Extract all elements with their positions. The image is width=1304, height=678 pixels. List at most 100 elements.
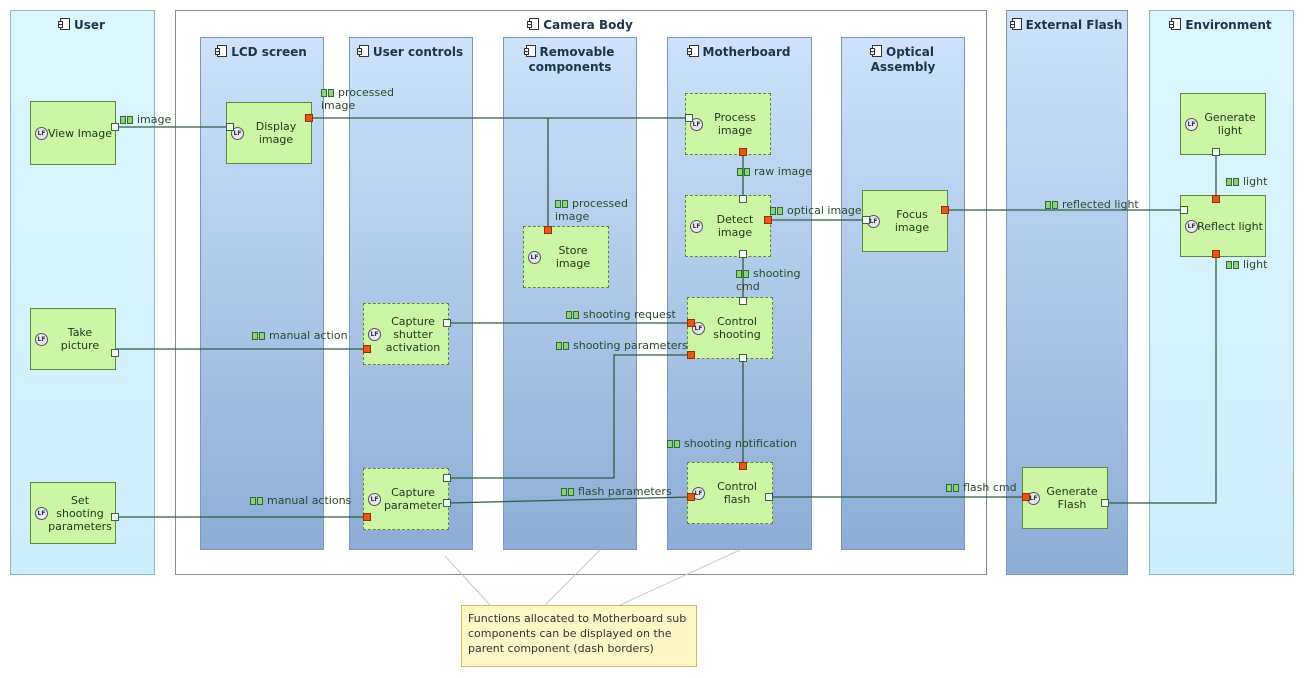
optical-assembly-component[interactable]: Optical Assembly [841,37,965,550]
output-port [1212,195,1220,203]
exchange-label-processed-image-1: processed image [321,86,395,112]
function-generate-flash-label: Generate Flash [1046,485,1098,511]
exchange-label-light-2: light [1226,258,1267,271]
exchange-item-icon [555,200,569,208]
function-take-picture[interactable]: LF Take picture [30,308,116,370]
actor-icon [58,18,71,30]
function-reflect-light-label: Reflect light [1197,219,1263,233]
exchange-label-reflected-light: reflected light [1045,198,1139,211]
function-generate-light[interactable]: LF Generate light [1180,93,1266,155]
exchange-label-flash-cmd: flash cmd [946,481,1017,494]
exchange-label-light-1: light [1226,175,1267,188]
input-port [443,474,451,482]
function-set-shooting-parameters-label: Set shooting parameters [48,493,112,533]
function-view-image[interactable]: LF View Image [30,101,116,165]
actor-icon [1009,18,1022,30]
output-port [1212,250,1220,258]
camera-body-title: Camera Body [543,18,633,32]
exchange-item-icon [736,270,750,278]
component-icon [686,45,699,57]
allocation-note[interactable]: Functions allocated to Motherboard sub c… [461,605,697,667]
exchange-label-processed-image-2: processed image [555,197,629,223]
component-icon [527,18,540,30]
output-port [739,462,747,470]
function-icon: LF [690,118,703,131]
function-icon: LF [35,127,48,140]
function-view-image-label: View Image [47,126,113,140]
exchange-item-icon [566,311,580,319]
function-detect-image[interactable]: LF Detect image [685,195,771,257]
component-icon [870,45,883,57]
exchange-item-icon [250,497,264,505]
input-port [226,123,234,131]
function-icon: LF [231,127,244,140]
function-detect-image-label: Detect image [716,213,754,239]
removable-components-title: Removable components [528,45,615,74]
input-port [443,319,451,327]
output-port [687,351,695,359]
function-icon: LF [35,333,48,346]
motherboard-title: Motherboard [702,45,791,59]
input-port [1180,206,1188,214]
function-process-image[interactable]: LF Process image [685,93,771,155]
input-port [1101,499,1109,507]
output-port [687,493,695,501]
exchange-label-shooting-parameters: shooting parameters [556,339,688,352]
output-port [739,148,747,156]
input-port [1212,148,1220,156]
exchange-item-icon [946,484,960,492]
function-icon: LF [528,251,541,264]
function-set-shooting-parameters[interactable]: LF Set shooting parameters [30,482,116,544]
input-port [739,250,747,258]
exchange-label-flash-parameters: flash parameters [561,485,672,498]
function-process-image-label: Process image [714,111,756,137]
lcd-screen-title: LCD screen [231,45,307,59]
input-port [111,123,119,131]
exchange-item-icon [561,488,575,496]
function-store-image-label: Store image [555,244,591,270]
exchange-label-optical-image: optical image [770,204,862,217]
function-control-shooting[interactable]: LF Control shooting [687,297,773,359]
output-port [941,206,949,214]
function-icon: LF [368,328,381,341]
user-controls-title: User controls [372,45,464,59]
exchange-item-icon [770,207,784,215]
function-icon: LF [368,493,381,506]
exchange-label-manual-actions: manual actions [250,494,351,507]
input-port [111,349,119,357]
output-port [363,513,371,521]
function-focus-image[interactable]: LF Focus image [862,190,948,252]
function-generate-light-label: Generate light [1204,111,1256,137]
function-capture-shutter-label: Capture shutter activation [385,314,441,354]
output-port [544,226,552,234]
exchange-label-shooting-cmd: shooting cmd [736,267,801,293]
function-capture-parameter-label: Capture parameter [383,486,443,512]
exchange-label-manual-action: manual action [252,329,348,342]
output-port [687,319,695,327]
function-control-flash[interactable]: LF Control flash [687,462,773,524]
output-port [305,114,313,122]
function-capture-shutter-activation[interactable]: LF Capture shutter activation [363,303,449,365]
input-port [739,354,747,362]
actor-icon [1169,18,1182,30]
environment-title: Environment [1185,18,1272,32]
function-display-image-label: Display image [255,120,297,146]
optical-assembly-title: Optical Assembly [870,45,936,74]
exchange-item-icon [1226,261,1240,269]
exchange-item-icon [556,342,570,350]
function-capture-parameter[interactable]: LF Capture parameter [363,468,449,530]
external-flash-title: External Flash [1025,18,1123,32]
function-icon: LF [692,322,705,335]
function-display-image[interactable]: LF Display image [226,102,312,164]
function-reflect-light[interactable]: LF Reflect light [1180,195,1266,257]
function-generate-flash[interactable]: LF Generate Flash [1022,467,1108,529]
function-icon: LF [867,215,880,228]
exchange-item-icon [737,168,751,176]
removable-components-component[interactable]: Removable components [503,37,637,550]
function-icon: LF [1185,118,1198,131]
input-port [862,216,870,224]
exchange-label-shooting-notification: shooting notification [667,437,797,450]
input-port [765,493,773,501]
function-store-image[interactable]: LF Store image [523,226,609,288]
exchange-item-icon [252,332,266,340]
